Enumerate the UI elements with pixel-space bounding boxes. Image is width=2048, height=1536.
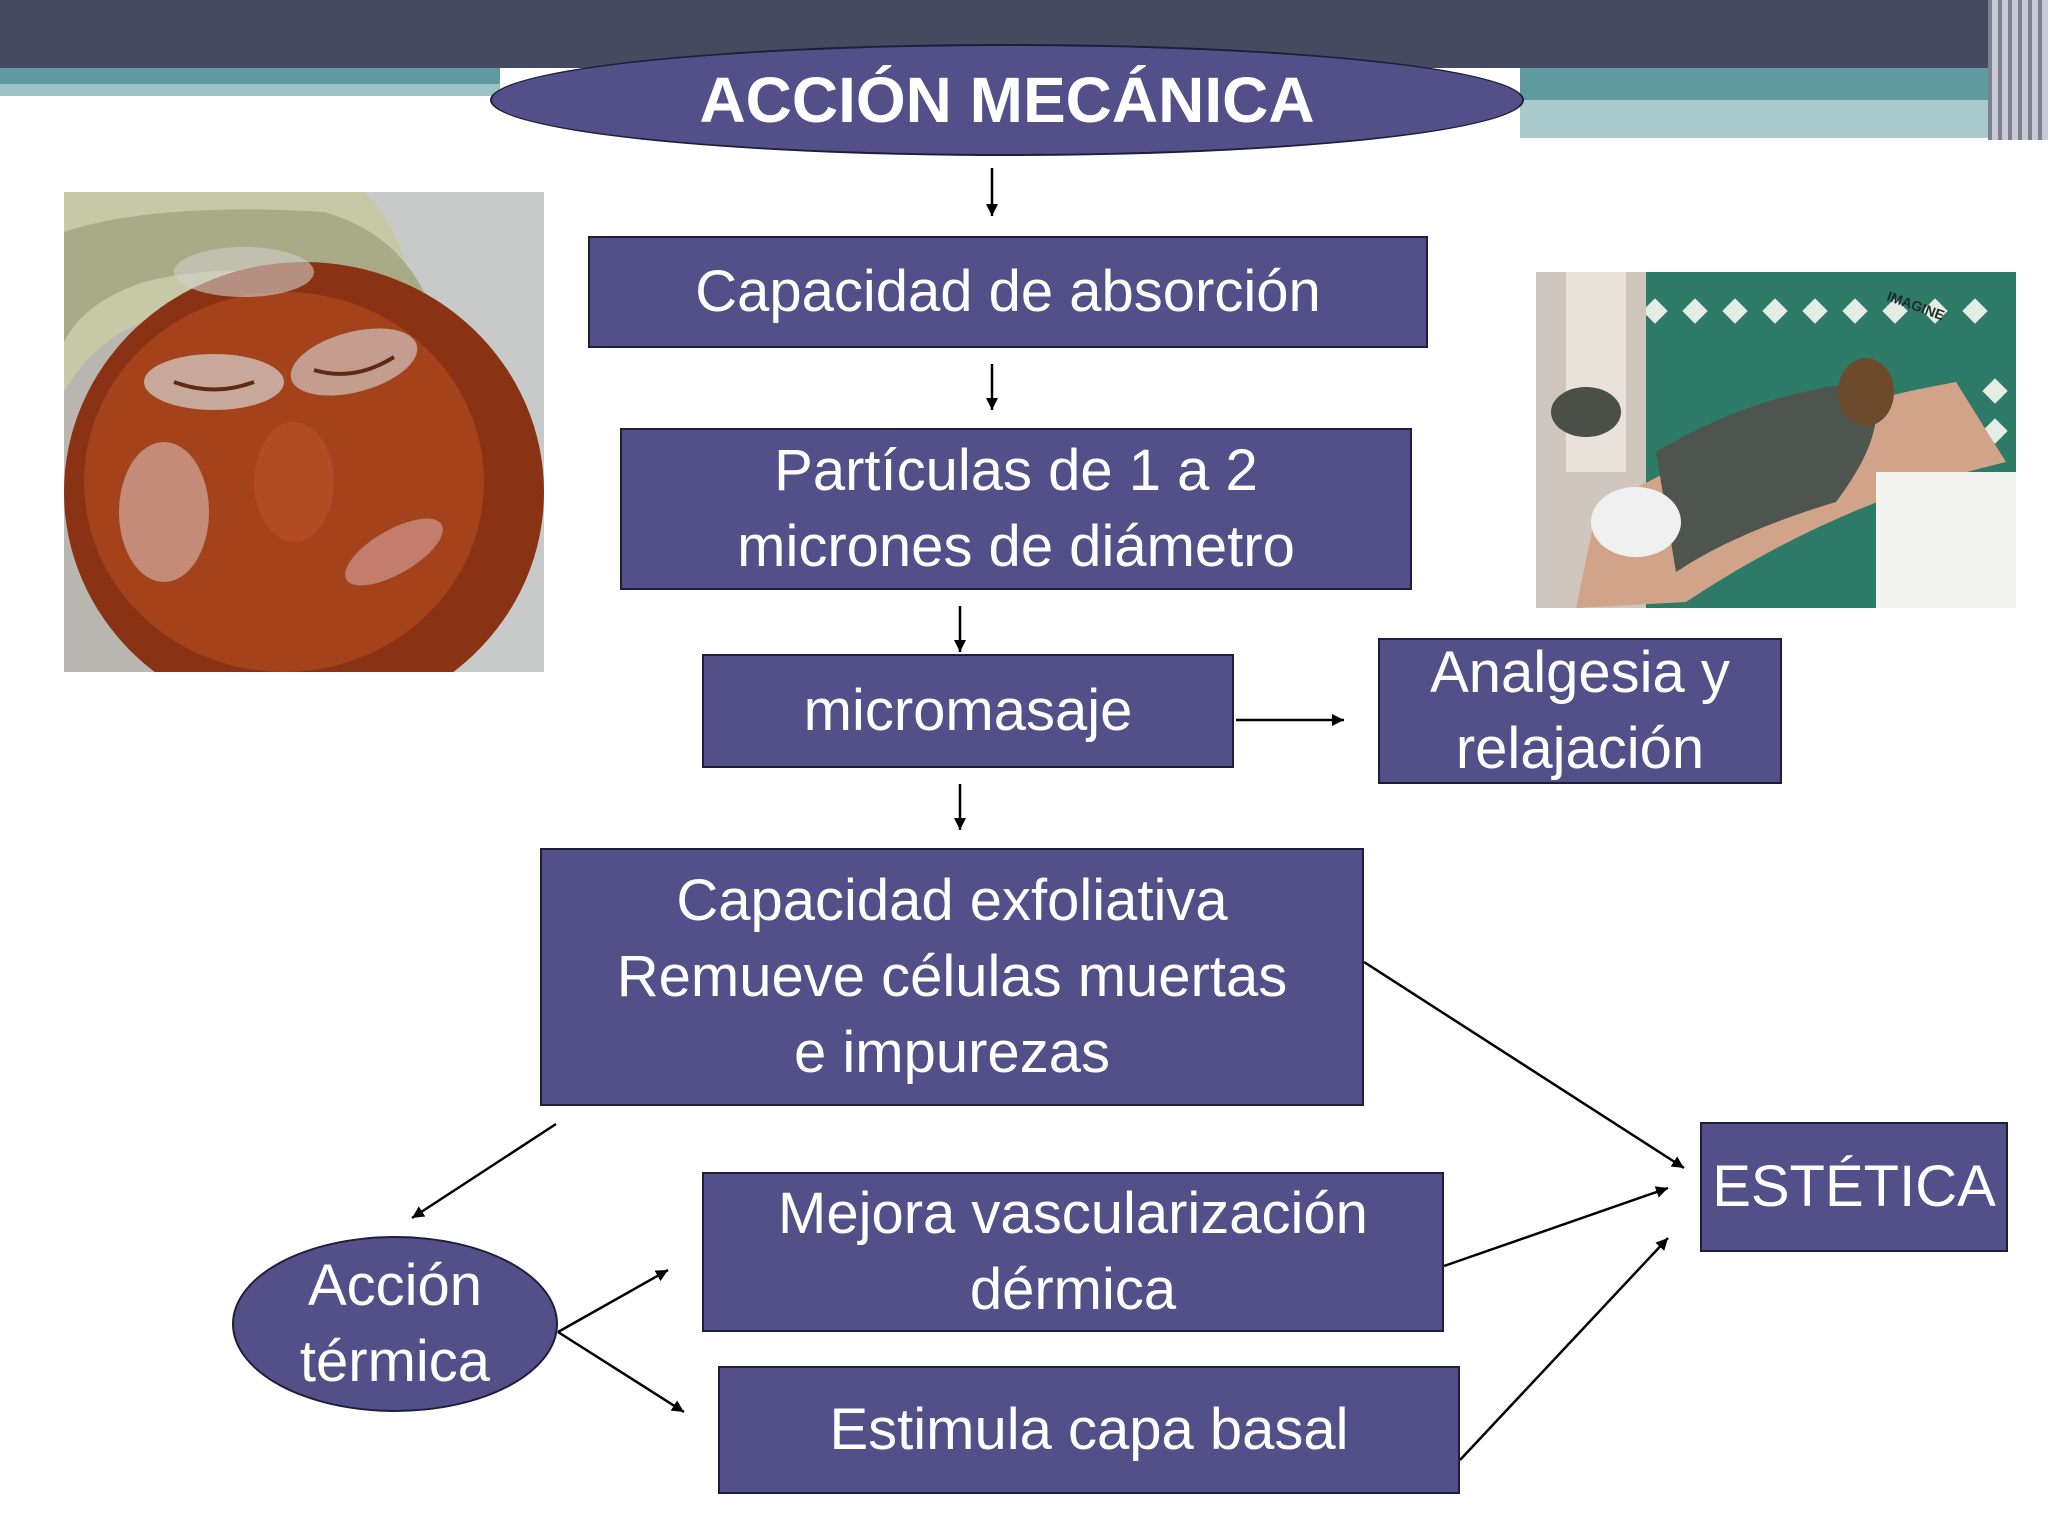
node-analgesia: Analgesia y relajación: [1378, 638, 1782, 784]
corner-decoration: [1988, 0, 2048, 140]
header-stripe-left-light: [0, 84, 500, 96]
header-stripe-left: [0, 68, 500, 84]
node-capacidad-exfoliativa: Capacidad exfoliativa Remueve células mu…: [540, 848, 1364, 1106]
face-mask-photo: [64, 192, 544, 672]
arrow-basal-to-estetica: [1459, 1237, 1669, 1461]
header-stripe-right-light: [1520, 100, 2048, 138]
node-capa-basal: Estimula capa basal: [718, 1366, 1460, 1494]
arrow-vascularizacion-to-estetica: [1443, 1186, 1669, 1268]
node-particulas: Partículas de 1 a 2 micrones de diámetro: [620, 428, 1412, 590]
node-micromasaje: micromasaje: [702, 654, 1234, 768]
node-vascularizacion: Mejora vascularización dérmica: [702, 1172, 1444, 1332]
arrow-exfoliativa-to-estetica: [1363, 960, 1685, 1170]
body-mud-photo: IMAGINE: [1536, 272, 2016, 608]
arrow-exfoliativa-to-termica: [411, 1122, 557, 1220]
node-accion-termica: Acción térmica: [232, 1236, 558, 1412]
title-node: ACCIÓN MECÁNICA: [490, 44, 1524, 156]
arrow-termica-to-basal: [557, 1330, 685, 1414]
node-estetica: ESTÉTICA: [1700, 1122, 2008, 1252]
header-stripe-right: [1520, 68, 2048, 100]
node-capacidad-absorcion: Capacidad de absorción: [588, 236, 1428, 348]
arrow-termica-to-vascularizacion: [557, 1268, 669, 1334]
